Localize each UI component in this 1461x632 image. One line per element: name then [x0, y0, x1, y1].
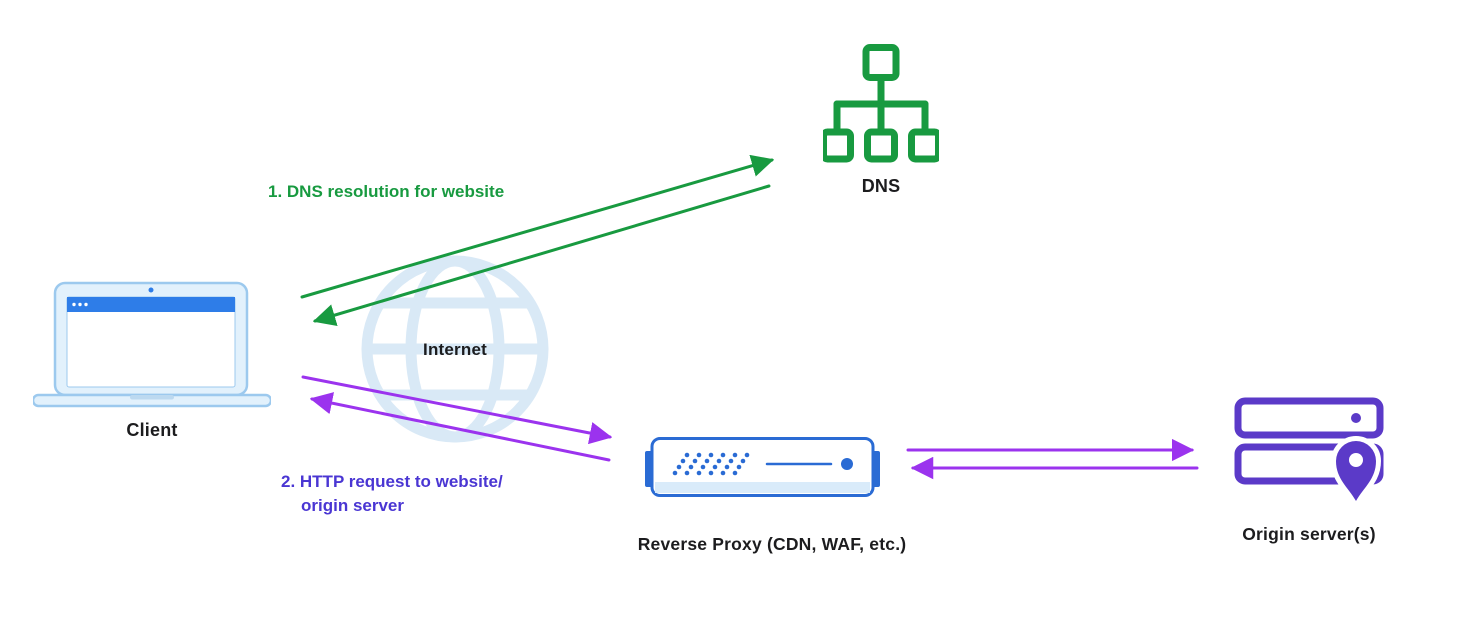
dns-label: DNS — [861, 176, 901, 196]
step2-annotation: 2. HTTP request to website/ origin serve… — [281, 470, 503, 518]
step2-line2: origin server — [301, 496, 404, 515]
server-stack-location-pin-icon — [1234, 397, 1384, 506]
step1-annotation: 1. DNS resolution for website — [268, 182, 505, 201]
reverse-proxy-label: Reverse Proxy (CDN, WAF, etc.) — [637, 534, 907, 554]
step2-line1: 2. HTTP request to website/ — [281, 472, 503, 491]
dns-tree-icon — [823, 44, 939, 163]
server-appliance-icon — [645, 437, 880, 497]
client-label: Client — [126, 420, 178, 440]
origin-servers-label: Origin server(s) — [1242, 524, 1376, 544]
laptop-icon — [33, 281, 271, 408]
internet-label: Internet — [423, 340, 487, 359]
